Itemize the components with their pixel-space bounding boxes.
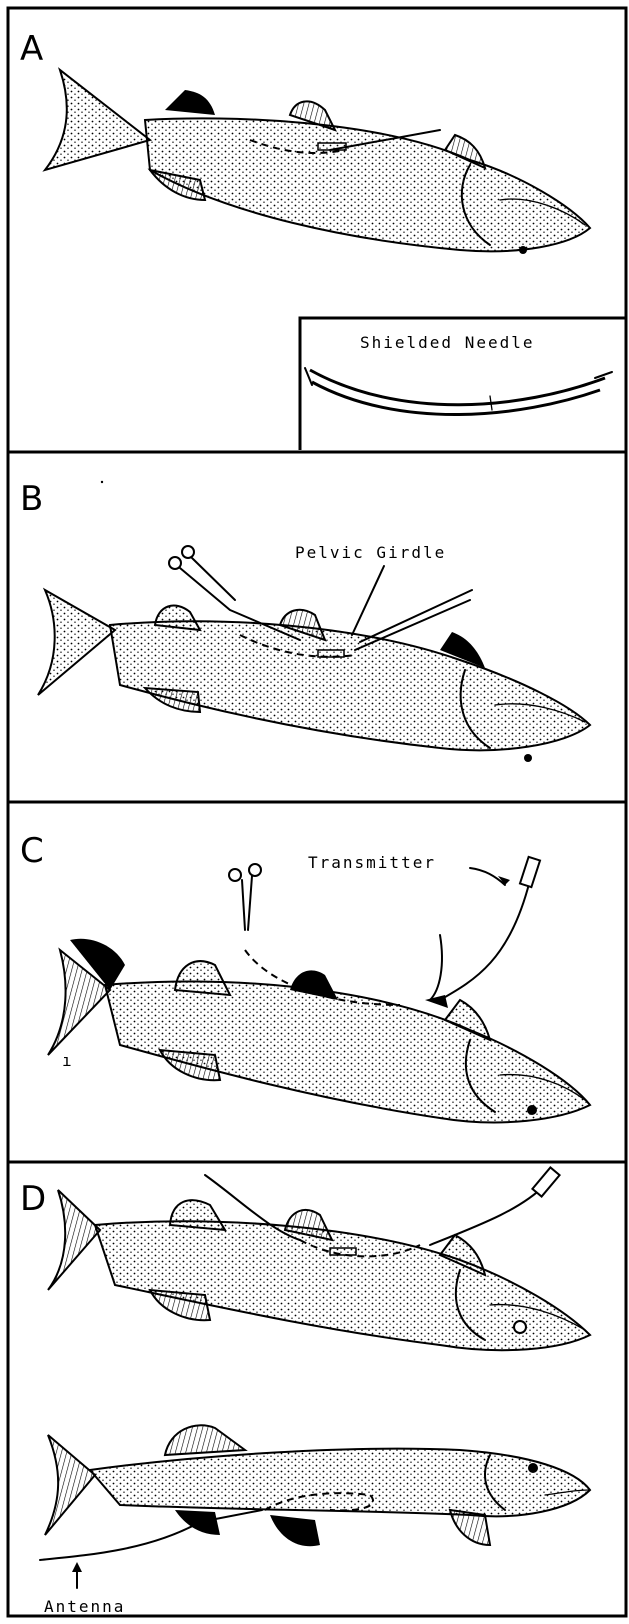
pelvic-fin xyxy=(170,1200,225,1230)
antenna-arrowhead xyxy=(72,1562,82,1572)
antenna-wire xyxy=(430,935,442,1000)
tail-fin xyxy=(48,1190,100,1290)
antenna-label: Antenna xyxy=(44,1597,125,1616)
fish-b xyxy=(38,546,590,762)
eye xyxy=(524,754,532,762)
transmitter-lead xyxy=(430,1185,545,1245)
exit-point xyxy=(425,995,448,1008)
pelvic-fin xyxy=(155,606,200,630)
fish-body xyxy=(90,1449,590,1517)
dorsal-fin xyxy=(165,1425,245,1455)
panel-c: C Transmitter ı xyxy=(20,831,590,1122)
panel-a: A Shielded Needle xyxy=(20,29,626,450)
transmitter-lead xyxy=(440,880,530,1000)
eye xyxy=(527,1105,537,1115)
eye xyxy=(514,1321,526,1333)
stray-mark: ı xyxy=(62,1051,74,1070)
inset-label: Shielded Needle xyxy=(360,333,535,352)
panel-d: D xyxy=(20,1167,590,1616)
fish-a xyxy=(45,70,590,254)
panel-c-letter: C xyxy=(20,831,44,871)
panel-b-letter: B xyxy=(20,479,43,519)
transmitter-pointer xyxy=(470,868,505,885)
panel-d-letter: D xyxy=(20,1179,46,1219)
antenna-trailing xyxy=(40,1510,262,1560)
fish-body xyxy=(145,118,590,251)
speck xyxy=(101,481,103,483)
anal-fin xyxy=(160,1050,220,1080)
tail-fin xyxy=(45,1435,95,1535)
forceps-arm-2 xyxy=(192,558,235,600)
forceps xyxy=(229,864,261,930)
fish-body xyxy=(110,621,590,750)
fish-c: ı xyxy=(48,857,590,1123)
fish-d-upper xyxy=(48,1167,590,1350)
transmitter xyxy=(532,1167,559,1196)
pelvic-girdle-label: Pelvic Girdle xyxy=(295,543,446,562)
fish-d-lower xyxy=(40,1425,590,1560)
pelvic-fin xyxy=(175,961,230,995)
pectoral-fin xyxy=(450,1510,490,1545)
pelvic-fin-dark xyxy=(165,90,215,115)
anal-fin xyxy=(145,688,200,712)
transmitter xyxy=(520,857,540,887)
pelvic-fin xyxy=(270,1515,320,1546)
forceps-arm-2 xyxy=(248,876,252,930)
panel-b: B Pelvic Girdle xyxy=(20,479,590,762)
pelvic-girdle-pointer xyxy=(352,566,384,635)
anal-fin xyxy=(150,1290,210,1320)
eye xyxy=(528,1463,538,1473)
forceps-arm xyxy=(242,880,245,930)
needle-inner xyxy=(312,382,600,415)
panel-a-letter: A xyxy=(20,29,43,69)
shielded-needle-inset: Shielded Needle xyxy=(300,318,626,450)
transmitter-label: Transmitter xyxy=(308,853,436,872)
tail-fin xyxy=(45,70,150,170)
eye xyxy=(519,246,527,254)
tail-fin xyxy=(38,590,115,695)
